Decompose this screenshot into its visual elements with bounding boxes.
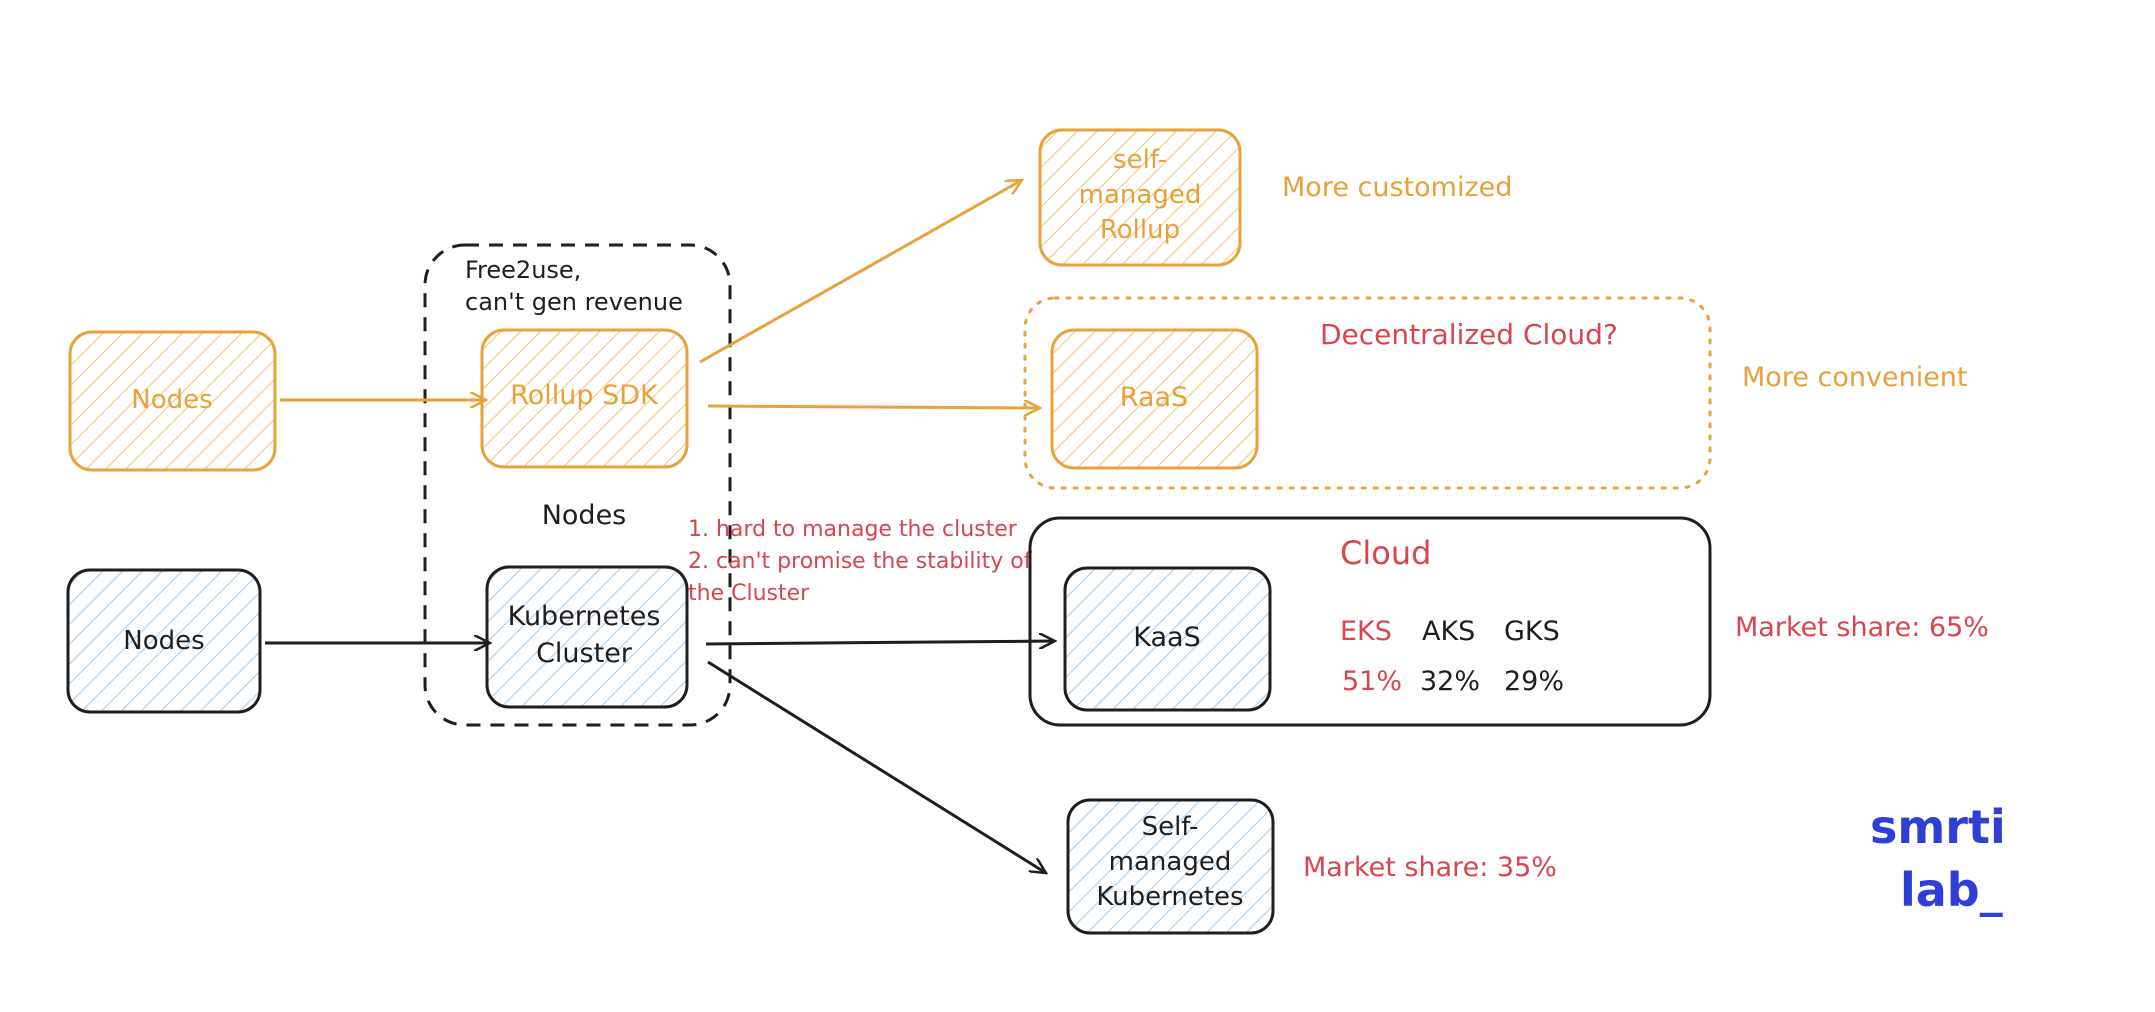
provider-gks: GKS xyxy=(1504,616,1560,647)
brand-logo-line2: lab_ xyxy=(1900,863,2003,917)
raas-box xyxy=(1050,328,1259,470)
k8s-nodes-box xyxy=(66,568,262,714)
cloud-container xyxy=(1028,516,1712,727)
self-managed-k8s-line2: managed xyxy=(1109,847,1232,877)
rollup-nodes-label: Nodes xyxy=(131,385,212,415)
raas-label: RaaS xyxy=(1120,382,1188,413)
more-convenient-label: More convenient xyxy=(1742,362,1968,393)
issue-line3: the Cluster xyxy=(688,581,810,606)
free2use-label-line1: Free2use, xyxy=(465,256,581,284)
cloud-title: Cloud xyxy=(1340,534,1431,572)
k8s-nodes-label: Nodes xyxy=(123,626,204,656)
self-managed-rollup-box xyxy=(1038,128,1242,267)
rollup-sdk-label: Rollup SDK xyxy=(510,380,659,411)
provider-aks: AKS xyxy=(1422,616,1475,647)
kubernetes-cluster-line1: Kubernetes xyxy=(508,601,661,632)
arrow-k8s-cluster-to-kaas xyxy=(705,641,1055,644)
issue-line2: 2. can't promise the stability of xyxy=(688,549,1033,574)
arrow-k8s-cluster-to-self-managed xyxy=(707,660,1046,873)
share-gks: 29% xyxy=(1504,666,1564,697)
issue-line1: 1. hard to manage the cluster xyxy=(688,517,1018,542)
kubernetes-cluster-line2: Cluster xyxy=(536,638,633,669)
more-customized-label: More customized xyxy=(1282,172,1512,203)
self-managed-rollup-line3: Rollup xyxy=(1100,215,1180,245)
free2use-group-border xyxy=(423,243,732,727)
self-managed-k8s-line1: Self- xyxy=(1142,812,1199,842)
kaas-box xyxy=(1063,566,1272,712)
self-market-share: Market share: 35% xyxy=(1303,852,1557,883)
cloud-market-share: Market share: 65% xyxy=(1735,612,1989,643)
decentralized-cloud-border xyxy=(1023,296,1712,490)
free2use-label-line2: can't gen revenue xyxy=(465,288,683,316)
middle-nodes-label: Nodes xyxy=(542,500,627,531)
provider-eks: EKS xyxy=(1340,616,1392,647)
rollup-nodes-box xyxy=(68,330,277,472)
share-eks: 51% xyxy=(1342,666,1402,697)
arrow-rollup-sdk-to-self-managed xyxy=(699,180,1022,364)
kubernetes-cluster-box xyxy=(485,565,689,709)
self-managed-rollup-line1: self- xyxy=(1113,145,1167,175)
brand-logo-line1: smrti xyxy=(1870,800,2006,854)
self-managed-k8s-box xyxy=(1066,798,1275,935)
kaas-label: KaaS xyxy=(1133,622,1200,653)
share-aks: 32% xyxy=(1420,666,1480,697)
self-managed-k8s-line3: Kubernetes xyxy=(1096,882,1243,912)
decentralized-cloud-label: Decentralized Cloud? xyxy=(1320,318,1618,351)
arrow-rollup-sdk-to-raas xyxy=(707,406,1040,408)
self-managed-rollup-line2: managed xyxy=(1079,180,1202,210)
